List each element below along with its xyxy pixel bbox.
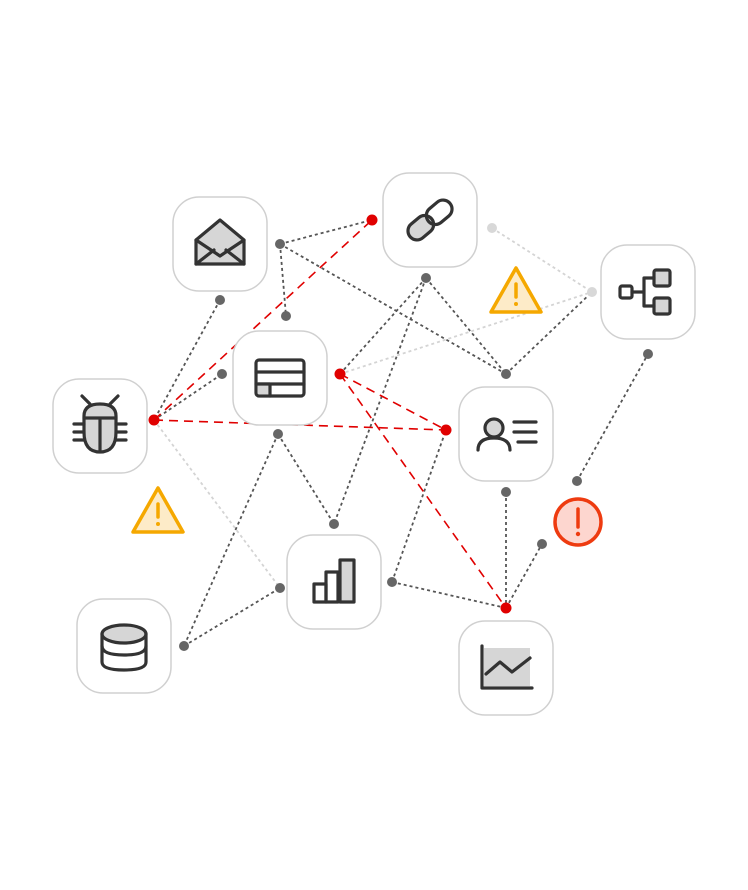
edge-normal: [425, 277, 507, 375]
edge-faint: [491, 227, 593, 293]
edge-normal: [505, 543, 543, 609]
edge-normal: [153, 299, 221, 421]
node-contact[interactable]: [458, 386, 554, 482]
connection-point: [329, 519, 339, 529]
edge-normal: [505, 291, 593, 375]
edges-layer: [153, 219, 649, 647]
edge-normal: [333, 277, 427, 525]
bug-icon: [72, 394, 128, 454]
edge-alert: [339, 373, 507, 609]
hierarchy-icon: [618, 268, 672, 316]
edge-normal: [277, 433, 335, 525]
edge-normal: [391, 429, 447, 583]
connection-point: [334, 368, 346, 380]
connection-point: [273, 429, 283, 439]
connection-point: [421, 273, 431, 283]
edge-alert: [339, 373, 447, 431]
connection-point: [215, 295, 225, 305]
database-icon: [100, 623, 148, 672]
connection-point: [500, 602, 512, 614]
bar-chart-icon: [312, 558, 356, 604]
node-areachart[interactable]: [458, 620, 554, 716]
envelope-icon: [194, 218, 246, 266]
edge-normal: [183, 587, 281, 647]
connection-point: [148, 414, 160, 426]
edge-normal: [576, 353, 649, 482]
link-icon: [406, 198, 454, 242]
connection-point: [501, 369, 511, 379]
edge-normal: [279, 243, 287, 317]
connection-point: [487, 223, 497, 233]
node-link[interactable]: [382, 172, 478, 268]
connection-point: [275, 583, 285, 593]
connection-point: [387, 577, 397, 587]
connection-point: [537, 539, 547, 549]
connection-point: [281, 311, 291, 321]
connection-point: [366, 214, 378, 226]
warning-triangle-icon: [489, 266, 543, 314]
edge-alert: [153, 219, 373, 421]
edge-normal: [183, 433, 279, 647]
connection-point: [179, 641, 189, 651]
table-icon: [254, 358, 306, 398]
edge-alert: [153, 419, 447, 431]
node-database[interactable]: [76, 598, 172, 694]
connection-point: [587, 287, 597, 297]
error-circle-icon: [553, 497, 603, 547]
connection-point: [501, 487, 511, 497]
connection-point: [572, 476, 582, 486]
edge-normal: [279, 219, 373, 245]
connection-point: [643, 349, 653, 359]
node-hierarchy[interactable]: [600, 244, 696, 340]
contact-card-icon: [476, 417, 538, 452]
edge-normal: [153, 373, 223, 421]
edge-normal: [279, 243, 507, 375]
area-chart-icon: [480, 644, 534, 690]
edge-normal: [339, 277, 427, 375]
connection-point: [275, 239, 285, 249]
node-barchart[interactable]: [286, 534, 382, 630]
connection-point: [440, 424, 452, 436]
connection-point: [217, 369, 227, 379]
node-bug[interactable]: [52, 378, 148, 474]
edge-normal: [391, 581, 507, 609]
node-table[interactable]: [232, 330, 328, 426]
edge-faint: [153, 419, 281, 589]
connection-points-layer: [148, 214, 653, 651]
node-mail[interactable]: [172, 196, 268, 292]
warning-triangle-icon: [131, 486, 185, 534]
edge-faint: [339, 291, 593, 375]
